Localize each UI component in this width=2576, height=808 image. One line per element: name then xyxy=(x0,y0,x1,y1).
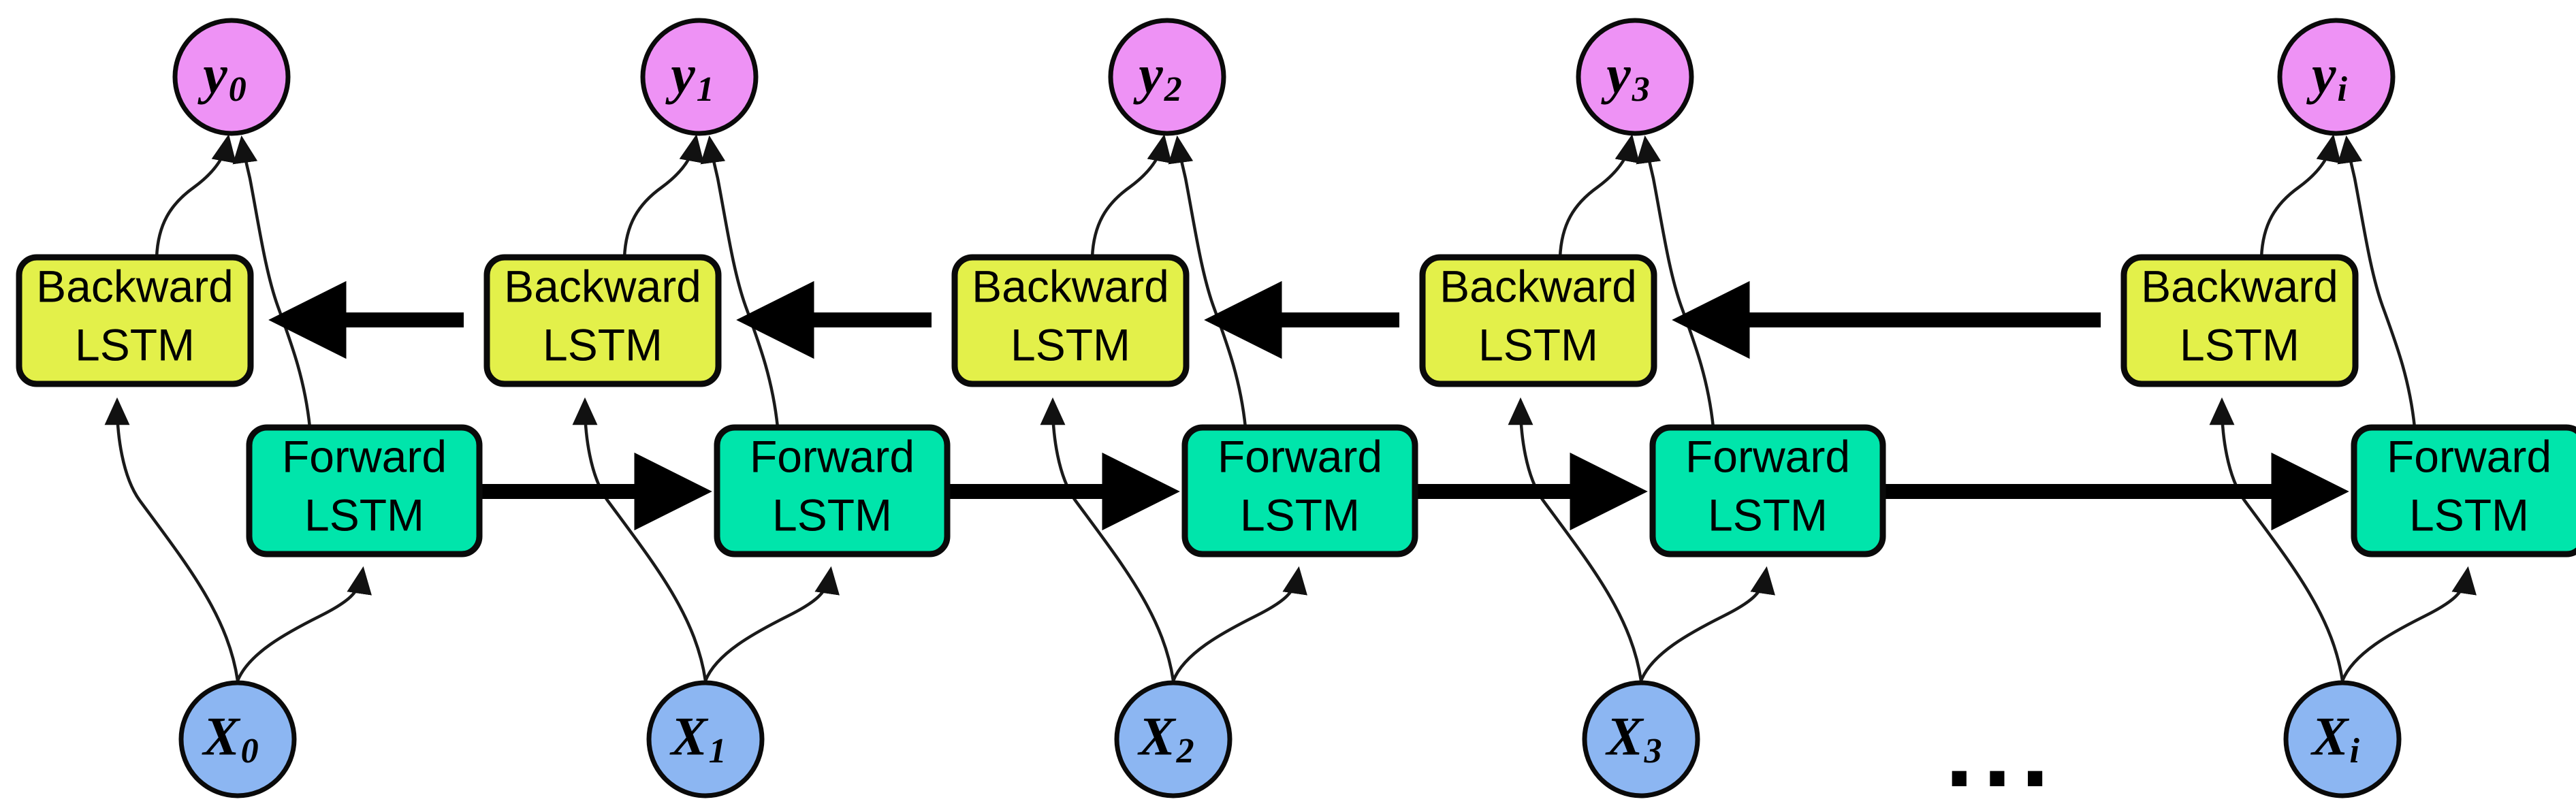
forward-lstm-0[interactable]: Forward LSTM xyxy=(246,424,483,557)
input-node-x0-circle[interactable] xyxy=(178,680,297,798)
backward-box-i-line1: Backward xyxy=(2141,261,2338,311)
output-node-y3-circle[interactable] xyxy=(1576,18,1694,136)
input-node-x2[interactable]: X2 xyxy=(1114,680,1233,798)
backward-box-i-line2: LSTM xyxy=(2180,319,2300,370)
output-node-y0-circle[interactable] xyxy=(172,18,291,136)
edge-x2-to-forward2 xyxy=(1171,566,1307,681)
backward-box-2-line1: Backward xyxy=(972,261,1169,311)
backward-to-output-edges xyxy=(155,133,2341,258)
edge-backward2-to-y2 xyxy=(1090,133,1172,258)
forward-box-0-line1: Forward xyxy=(282,431,447,481)
backward-box-3-rect[interactable] xyxy=(1419,254,1657,387)
edge-forward1-to-y1 xyxy=(700,135,780,428)
backward-box-0-line2: LSTM xyxy=(75,319,195,370)
backward-box-1-rect[interactable] xyxy=(483,254,722,387)
edge-x3-to-forward3 xyxy=(1639,566,1775,681)
input-node-x0[interactable]: X0 xyxy=(178,680,297,798)
edge-backward3-to-y3 xyxy=(1558,133,1640,258)
edge-x3-to-backward3 xyxy=(1508,397,1643,681)
edge-x0-to-forward0 xyxy=(236,566,372,681)
input-node-x1-circle[interactable] xyxy=(646,680,765,798)
output-node-y2[interactable]: y2 xyxy=(1108,18,1226,136)
backward-box-3-line1: Backward xyxy=(1440,261,1637,311)
edge-forward0-to-y0 xyxy=(232,135,312,428)
output-node-y0[interactable]: y0 xyxy=(172,18,291,136)
forward-box-0-rect[interactable] xyxy=(246,424,483,557)
output-node-yi[interactable]: yi xyxy=(2277,18,2396,136)
input-to-forward-edges xyxy=(236,566,2477,681)
input-nodes: X0 X1 X2 X3 Xi xyxy=(178,680,2402,798)
forward-box-1-rect[interactable] xyxy=(714,424,951,557)
backward-box-1-line2: LSTM xyxy=(543,319,663,370)
edge-backward0-to-y0 xyxy=(155,133,236,258)
forward-box-i-line2: LSTM xyxy=(2409,489,2529,540)
forward-box-2-rect[interactable] xyxy=(1181,424,1418,557)
forward-box-i-line1: Forward xyxy=(2387,431,2551,481)
backward-lstm-0[interactable]: Backward LSTM xyxy=(16,254,254,387)
backward-box-i-rect[interactable] xyxy=(2120,254,2359,387)
edge-forward2-to-y2 xyxy=(1168,135,1247,428)
edge-xi-to-backwardi xyxy=(2209,397,2344,681)
forward-lstm-boxes: Forward LSTM Forward LSTM Forward LSTM F… xyxy=(246,424,2576,557)
forward-lstm-3[interactable]: Forward LSTM xyxy=(1649,424,1886,557)
input-node-x1[interactable]: X1 xyxy=(646,680,765,798)
input-node-x2-circle[interactable] xyxy=(1114,680,1233,798)
backward-box-0-rect[interactable] xyxy=(16,254,254,387)
forward-box-i-rect[interactable] xyxy=(2351,424,2576,557)
edge-backwardi-to-yi xyxy=(2259,133,2341,258)
edge-xi-to-forwardi xyxy=(2340,566,2477,681)
edge-x1-to-forward1 xyxy=(703,566,840,681)
output-node-y2-circle[interactable] xyxy=(1108,18,1226,136)
edge-x0-to-backward0 xyxy=(104,397,240,681)
forward-box-0-line2: LSTM xyxy=(304,489,424,540)
input-node-xi[interactable]: Xi xyxy=(2283,680,2402,798)
output-node-y1[interactable]: y1 xyxy=(640,18,759,136)
backward-box-2-line2: LSTM xyxy=(1011,319,1130,370)
forward-box-1-line1: Forward xyxy=(750,431,915,481)
backward-lstm-3[interactable]: Backward LSTM xyxy=(1419,254,1657,387)
backward-lstm-1[interactable]: Backward LSTM xyxy=(483,254,722,387)
sequence-ellipsis: ... xyxy=(1945,694,2058,808)
forward-box-2-line1: Forward xyxy=(1218,431,1382,481)
output-node-y1-circle[interactable] xyxy=(640,18,759,136)
forward-box-3-line1: Forward xyxy=(1685,431,1850,481)
edge-backward1-to-y1 xyxy=(622,133,704,258)
input-node-xi-circle[interactable] xyxy=(2283,680,2402,798)
forward-lstm-1[interactable]: Forward LSTM xyxy=(714,424,951,557)
edge-forward3-to-y3 xyxy=(1636,135,1715,428)
backward-lstm-boxes: Backward LSTM Backward LSTM Backward LST… xyxy=(16,254,2359,387)
backward-lstm-2[interactable]: Backward LSTM xyxy=(951,254,1190,387)
input-node-x3[interactable]: X3 xyxy=(1582,680,1700,798)
forward-to-output-edges xyxy=(232,135,2417,428)
forward-box-1-line2: LSTM xyxy=(772,489,892,540)
forward-box-3-line2: LSTM xyxy=(1708,489,1828,540)
backward-box-3-line2: LSTM xyxy=(1478,319,1598,370)
forward-box-2-line2: LSTM xyxy=(1240,489,1360,540)
input-to-backward-edges xyxy=(104,397,2344,681)
forward-lstm-i[interactable]: Forward LSTM xyxy=(2351,424,2576,557)
edge-forwardi-to-yi xyxy=(2337,135,2417,428)
backward-box-2-rect[interactable] xyxy=(951,254,1190,387)
output-node-y3[interactable]: y3 xyxy=(1576,18,1694,136)
forward-box-3-rect[interactable] xyxy=(1649,424,1886,557)
output-node-yi-circle[interactable] xyxy=(2277,18,2396,136)
edge-x2-to-backward2 xyxy=(1040,397,1175,681)
backward-lstm-i[interactable]: Backward LSTM xyxy=(2120,254,2359,387)
edge-x1-to-backward1 xyxy=(572,397,707,681)
backward-box-1-line1: Backward xyxy=(504,261,701,311)
backward-box-0-line1: Backward xyxy=(36,261,234,311)
output-nodes: y0 y1 y2 y3 yi xyxy=(172,18,2396,136)
input-node-x3-circle[interactable] xyxy=(1582,680,1700,798)
forward-lstm-2[interactable]: Forward LSTM xyxy=(1181,424,1418,557)
output-node-y3-label: y3 xyxy=(1600,45,1650,109)
